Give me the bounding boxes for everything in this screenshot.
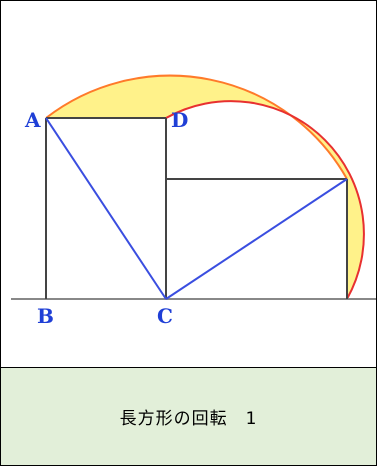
inner-arc bbox=[165, 100, 365, 300]
diagram-panel: A D B C bbox=[1, 1, 376, 368]
caption-text: 長方形の回転 1 bbox=[119, 409, 258, 429]
swept-band bbox=[46, 75, 364, 300]
diagonal-rotated bbox=[165, 178, 348, 300]
caption-panel: 長方形の回転 1 bbox=[1, 368, 376, 465]
outer-arc bbox=[45, 74, 348, 180]
diagonal-AC bbox=[45, 117, 167, 300]
label-A: A bbox=[24, 108, 41, 132]
label-B: B bbox=[37, 304, 54, 328]
label-C: C bbox=[157, 304, 173, 328]
label-D: D bbox=[171, 108, 188, 132]
rotation-diagram: A D B C bbox=[11, 74, 376, 328]
